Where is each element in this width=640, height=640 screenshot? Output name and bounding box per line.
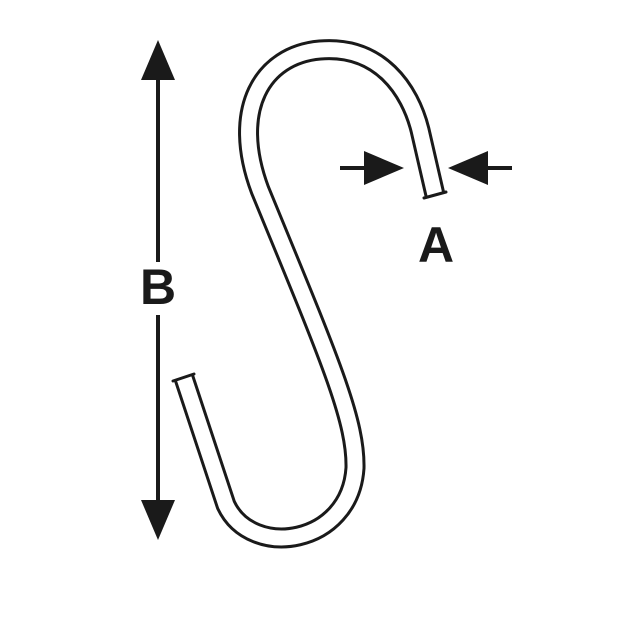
dimension-a-label: A: [418, 217, 454, 273]
s-hook-body: [176, 42, 443, 546]
dimension-b-label: B: [140, 259, 176, 315]
s-hook-bottom-end-cap: [171, 372, 196, 383]
s-hook: [171, 39, 448, 549]
dimension-b-top-arrowhead: [141, 40, 175, 80]
dimension-a: A: [340, 151, 512, 273]
dimension-b: B: [140, 40, 176, 540]
dimension-a-right-arrowhead: [448, 151, 488, 185]
s-hook-top-end-cap: [422, 190, 448, 200]
dimension-b-bottom-arrowhead: [141, 500, 175, 540]
dimension-a-left-arrowhead: [364, 151, 404, 185]
